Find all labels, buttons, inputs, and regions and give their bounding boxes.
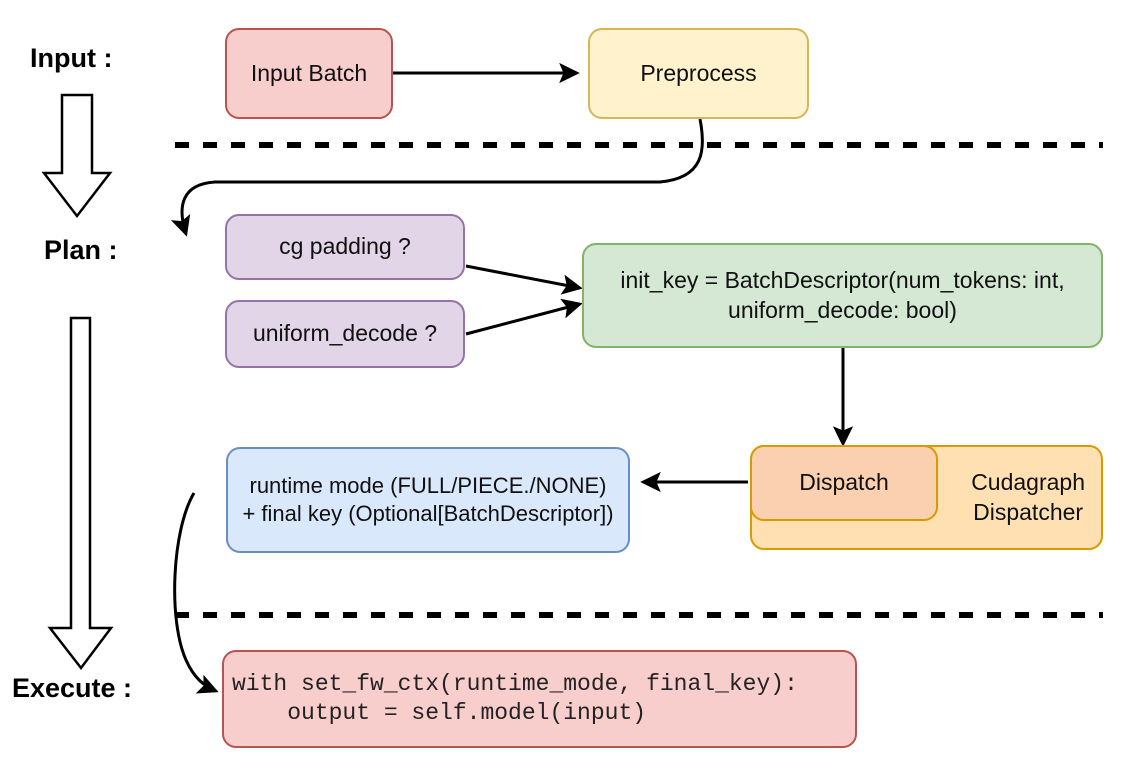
node-uniform-decode-label: uniform_decode ?: [252, 320, 438, 347]
node-preprocess[interactable]: Preprocess: [588, 28, 809, 119]
node-uniform-decode[interactable]: uniform_decode ?: [225, 300, 465, 368]
node-input-batch-label: Input Batch: [250, 59, 368, 86]
node-dispatch[interactable]: Dispatch: [750, 445, 938, 521]
stage-arrow-input-to-plan: [41, 93, 113, 219]
node-cg-padding[interactable]: cg padding ?: [225, 214, 465, 280]
node-runtime-mode[interactable]: runtime mode (FULL/PIECE./NONE) + final …: [226, 447, 630, 553]
stage-label-plan: Plan :: [44, 235, 118, 265]
node-runtime-mode-label: runtime mode (FULL/PIECE./NONE) + final …: [242, 472, 614, 526]
node-execute-code-label: with set_fw_ctx(runtime_mode, final_key)…: [232, 670, 798, 726]
node-init-key-label: init_key = BatchDescriptor(num_tokens: i…: [620, 267, 1065, 323]
stage-label-input: Input :: [30, 43, 113, 73]
node-dispatch-label: Dispatch: [799, 469, 889, 496]
node-cg-padding-label: cg padding ?: [279, 233, 411, 260]
node-input-batch[interactable]: Input Batch: [225, 28, 393, 119]
node-preprocess-label: Preprocess: [640, 59, 757, 86]
stage-label-execute: Execute :: [12, 673, 133, 703]
node-cudagraph-dispatcher-label: Cudagraph Dispatcher: [971, 469, 1085, 525]
node-init-key[interactable]: init_key = BatchDescriptor(num_tokens: i…: [582, 243, 1103, 348]
edge-runtime-to-execute: [173, 492, 219, 694]
stage-arrow-plan-to-execute: [47, 316, 114, 671]
edge-preprocess-to-plan: [170, 118, 704, 237]
node-execute-code[interactable]: with set_fw_ctx(runtime_mode, final_key)…: [222, 650, 857, 748]
edge-cgpadding-to-initkey: [465, 264, 583, 295]
edge-uniform-to-initkey: [465, 298, 583, 336]
